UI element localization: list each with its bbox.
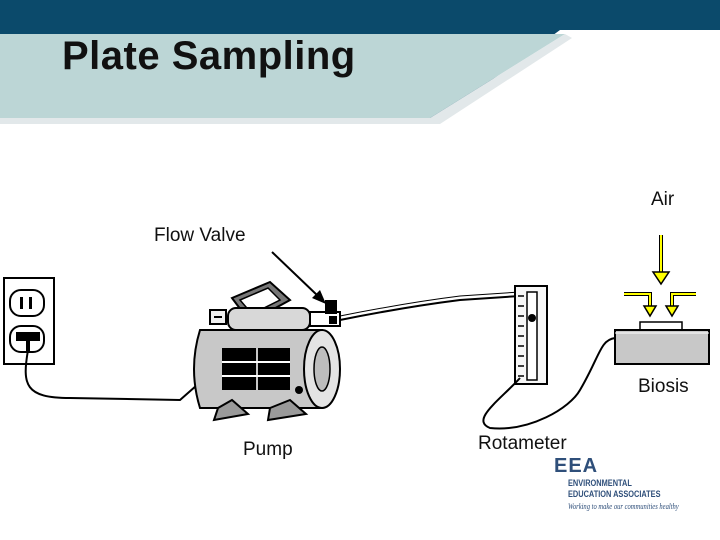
air-flow-arrows [624, 235, 696, 318]
rotameter-label: Rotameter [478, 433, 567, 454]
tube-to-biosis [482, 337, 616, 430]
tube-to-rotameter [339, 295, 521, 321]
pump [193, 280, 341, 422]
power-cord [24, 349, 206, 402]
slide-title: Plate Sampling [62, 34, 356, 78]
biosis-label: Biosis [638, 376, 689, 397]
flow-valve [309, 300, 341, 327]
biosis-sampler [614, 321, 710, 365]
air-label: Air [651, 189, 675, 210]
pump-label: Pump [243, 439, 293, 460]
eea-logo: EEA ENVIRONMENTAL EDUCATION ASSOCIATES W… [554, 455, 704, 515]
flow-valve-pointer [271, 251, 319, 297]
banner-light-band [0, 34, 565, 118]
title-banner [0, 0, 720, 124]
eea-logo-mark: EEA [554, 455, 599, 477]
flow-valve-arrowhead [312, 290, 326, 304]
eea-logo-tagline: Working to make our communities healthy [568, 502, 679, 511]
wall-outlet [3, 277, 55, 365]
eea-logo-line1: ENVIRONMENTAL [568, 478, 632, 488]
rotameter [514, 285, 548, 385]
eea-logo-line2: EDUCATION ASSOCIATES [568, 489, 661, 499]
flow-valve-label: Flow Valve [154, 225, 246, 246]
